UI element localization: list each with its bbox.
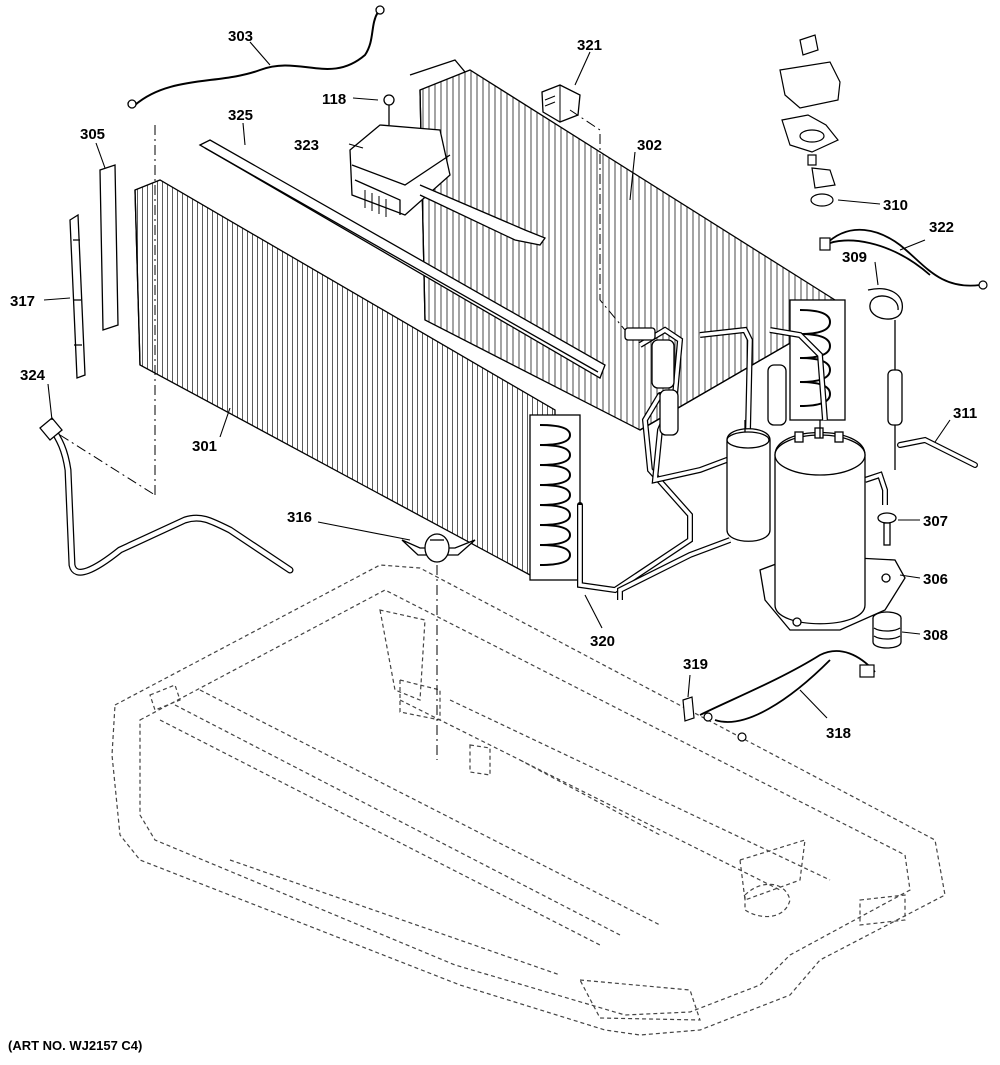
callout-323: 323 bbox=[294, 137, 319, 154]
callout-301: 301 bbox=[192, 438, 217, 455]
refrigerant-piping bbox=[577, 326, 888, 600]
control-box bbox=[349, 94, 547, 246]
callout-317: 317 bbox=[10, 293, 35, 310]
callout-322: 322 bbox=[929, 219, 954, 236]
ground-wire bbox=[127, 5, 385, 109]
callout-325: 325 bbox=[228, 107, 253, 124]
callout-303: 303 bbox=[228, 28, 253, 45]
capillary-tube bbox=[867, 288, 903, 470]
callout-318: 318 bbox=[826, 725, 851, 742]
grommet bbox=[872, 611, 902, 649]
fan-motor bbox=[401, 533, 476, 563]
callout-310: 310 bbox=[883, 197, 908, 214]
wire-harness bbox=[699, 650, 876, 742]
leader-lines bbox=[43, 41, 951, 719]
base-pan bbox=[111, 564, 946, 1036]
callout-308: 308 bbox=[923, 627, 948, 644]
callout-306: 306 bbox=[923, 571, 948, 588]
mounting-bolt bbox=[877, 512, 897, 546]
accumulator bbox=[726, 420, 771, 542]
callout-321: 321 bbox=[577, 37, 602, 54]
evaporator-coil bbox=[134, 179, 581, 581]
callout-307: 307 bbox=[923, 513, 948, 530]
callout-319: 319 bbox=[683, 656, 708, 673]
callout-labels: 303 118 325 323 321 302 305 317 324 301 … bbox=[10, 28, 977, 742]
overload-wire bbox=[819, 228, 988, 290]
callout-302: 302 bbox=[637, 137, 662, 154]
callout-118: 118 bbox=[322, 91, 346, 108]
alignment-lines bbox=[59, 109, 626, 760]
seal-strip bbox=[99, 164, 119, 331]
compressor bbox=[759, 420, 906, 631]
capacitor bbox=[541, 84, 581, 123]
discharge-tube bbox=[897, 436, 978, 468]
callout-305: 305 bbox=[80, 126, 105, 143]
suction-tube bbox=[39, 417, 294, 576]
callout-320: 320 bbox=[590, 633, 615, 650]
terminal-cover bbox=[779, 34, 841, 207]
reversing-valve bbox=[624, 327, 787, 436]
drain-tube-bar bbox=[198, 139, 606, 379]
callout-324: 324 bbox=[20, 367, 46, 384]
callout-311: 311 bbox=[953, 405, 977, 422]
condenser-coil bbox=[409, 59, 846, 431]
art-number: (ART NO. WJ2157 C4) bbox=[8, 1038, 143, 1053]
terminal-bracket bbox=[682, 696, 695, 722]
mounting-bracket bbox=[69, 213, 86, 379]
callout-316: 316 bbox=[287, 509, 312, 526]
callout-309: 309 bbox=[842, 249, 867, 266]
